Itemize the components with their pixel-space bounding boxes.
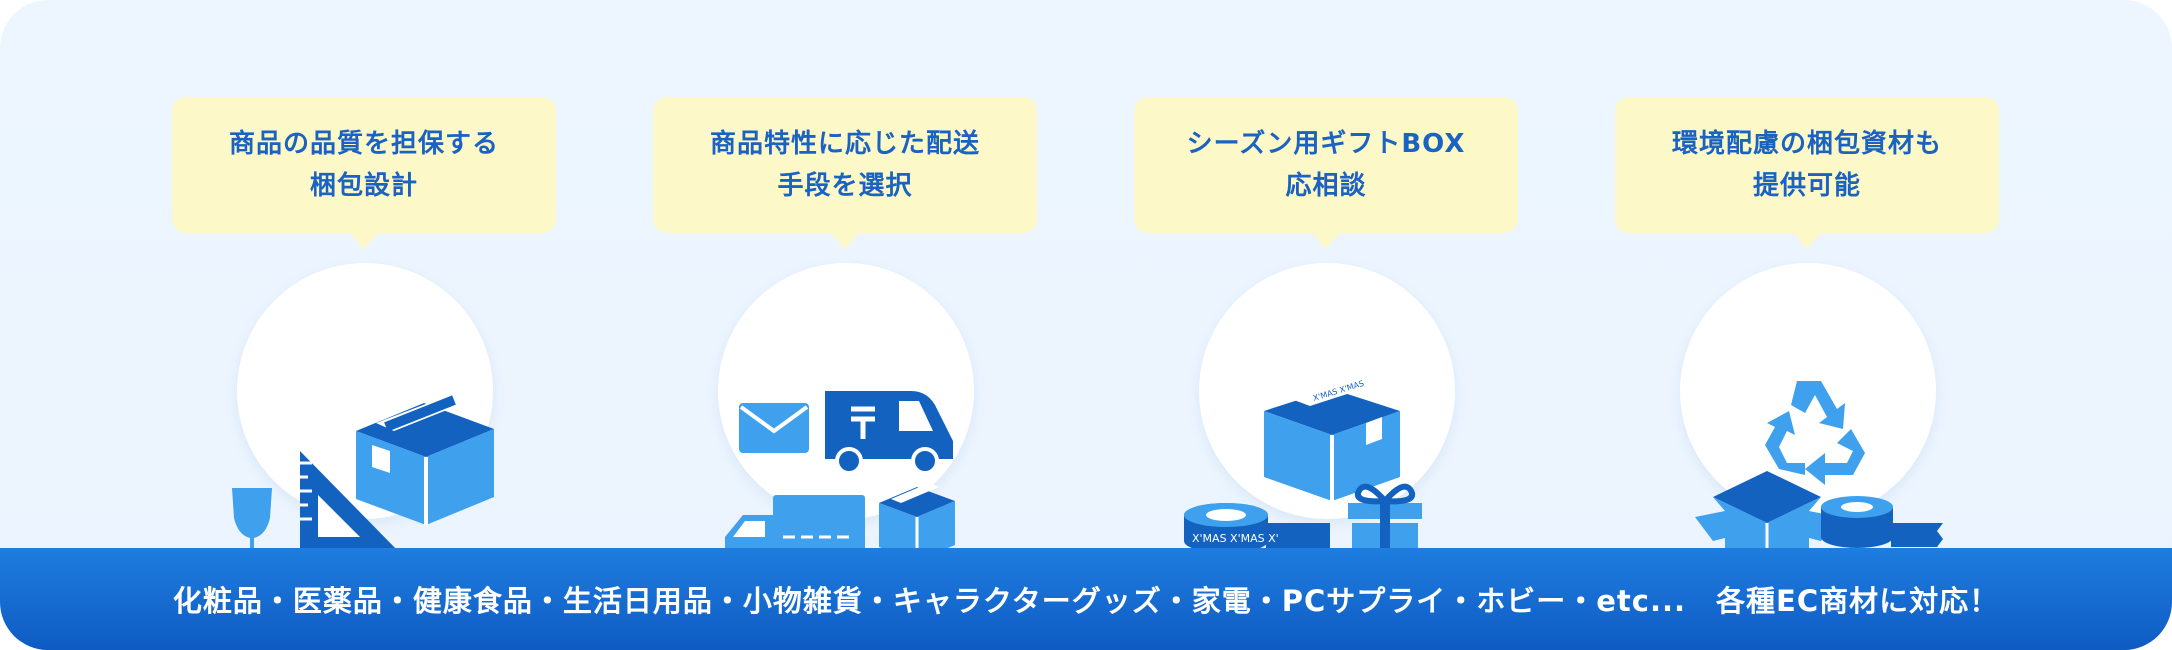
feature-packaging-design: 商品の品質を担保する 梱包設計: [172, 97, 556, 575]
xmas-box-icon: X'MAS X'MAS: [1264, 379, 1400, 501]
caption-line-2: 提供可能: [1752, 171, 1861, 201]
caption-line-1: 商品特性に応じた配送: [709, 129, 980, 159]
caption-line-2: 応相談: [1285, 171, 1367, 201]
feature-caption: 商品の品質を担保する 梱包設計: [229, 123, 499, 207]
eco-packaging-icon: [1695, 381, 1943, 573]
feature-eco-packaging: 環境配慮の梱包資材も 提供可能: [1615, 97, 1999, 573]
feature-caption: 商品特性に応じた配送 手段を選択: [710, 123, 980, 207]
feature-caption: シーズン用ギフトBOX 応相談: [1187, 123, 1466, 207]
box-icon: [879, 483, 955, 561]
tape-roll-icon: [1821, 496, 1943, 548]
feature-delivery-method: 商品特性に応じた配送 手段を選択: [653, 97, 1037, 574]
supported-products-text: 化粧品・医薬品・健康食品・生活日用品・小物雑貨・キャラクターグッズ・家電・PCサ…: [172, 584, 2000, 618]
speech-bubble: シーズン用ギフトBOX 応相談: [1134, 97, 1518, 249]
feature-seasonal-gift: シーズン用ギフトBOX 応相談 X'MAS X'MAS: [1134, 97, 1518, 571]
triangle-ruler-icon: [300, 451, 400, 553]
feature-caption: 環境配慮の梱包資材も 提供可能: [1672, 123, 1942, 207]
caption-line-2: 手段を選択: [777, 171, 913, 201]
delivery-method-icon: [725, 391, 955, 574]
caption-line-1: シーズン用ギフトBOX: [1186, 129, 1466, 159]
supported-products-banner: 化粧品・医薬品・健康食品・生活日用品・小物雑貨・キャラクターグッズ・家電・PCサ…: [0, 548, 2172, 650]
wine-glass-icon: [232, 488, 272, 575]
caption-line-1: 環境配慮の梱包資材も: [1671, 129, 1942, 159]
caption-line-2: 梱包設計: [309, 171, 418, 201]
envelope-icon: [739, 403, 809, 453]
recycle-icon: [1765, 381, 1865, 485]
speech-bubble: 環境配慮の梱包資材も 提供可能: [1615, 97, 1999, 249]
cardboard-box-icon: [356, 395, 494, 525]
speech-bubble: 商品の品質を担保する 梱包設計: [172, 97, 556, 249]
seasonal-gift-icon: X'MAS X'MAS X'MAS X'MAS X': [1184, 379, 1422, 571]
tape-roll-icon: X'MAS X'MAS X': [1184, 503, 1330, 553]
xmas-tape-text: X'MAS X'MAS X': [1192, 532, 1279, 545]
postal-van-icon: [825, 391, 953, 475]
packaging-design-icon: [232, 395, 494, 575]
caption-line-1: 商品の品質を担保する: [228, 129, 499, 159]
speech-bubble: 商品特性に応じた配送 手段を選択: [653, 97, 1037, 249]
